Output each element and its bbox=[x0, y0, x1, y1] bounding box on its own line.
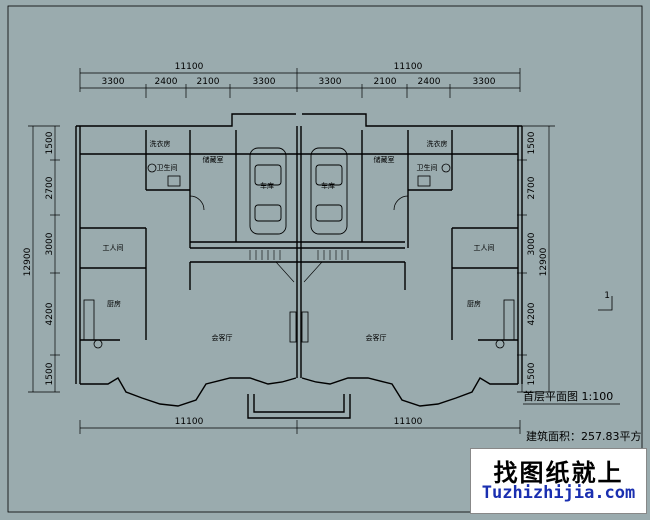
drawing-frame bbox=[7, 5, 643, 513]
dim-top-seg: 2400 bbox=[418, 77, 441, 87]
walls bbox=[75, 113, 523, 419]
dim-right-total: 12900 bbox=[539, 247, 549, 276]
dim-left-seg: 3000 bbox=[45, 232, 55, 255]
room-label-storage: 储藏室 bbox=[203, 155, 224, 164]
axis-marker-line bbox=[598, 296, 613, 311]
fixtures bbox=[83, 163, 515, 349]
dim-top-seg: 3300 bbox=[102, 77, 125, 87]
dim-left-seg: 4200 bbox=[45, 302, 55, 325]
room-label-bathroom: 卫生间 bbox=[417, 163, 438, 172]
dim-right-seg: 2700 bbox=[527, 176, 537, 199]
dim-top-seg: 2100 bbox=[197, 77, 220, 87]
dim-top-seg: 2400 bbox=[155, 77, 178, 87]
dim-right-seg: 1500 bbox=[527, 362, 537, 385]
room-label-servant: 工人间 bbox=[474, 244, 495, 252]
garage-car-right bbox=[310, 147, 348, 235]
dim-right-seg: 3000 bbox=[527, 232, 537, 255]
room-label-kitchen: 厨房 bbox=[107, 299, 121, 308]
dim-top-total-right: 11100 bbox=[394, 62, 423, 72]
stairs bbox=[249, 250, 349, 283]
dim-right-seg: 1500 bbox=[527, 131, 537, 154]
room-label-servant: 工人间 bbox=[103, 244, 124, 252]
dim-top-seg: 2100 bbox=[374, 77, 397, 87]
dim-bottom-total-right: 11100 bbox=[394, 417, 423, 427]
dim-top-total-left: 11100 bbox=[175, 62, 204, 72]
drawing-title: 首层平面图 1:100 bbox=[523, 389, 613, 403]
room-label-laundry: 洗衣房 bbox=[150, 139, 171, 148]
room-label-living: 会客厅 bbox=[212, 333, 233, 342]
dim-left-total: 12900 bbox=[23, 247, 33, 276]
dim-top-seg: 3300 bbox=[253, 77, 276, 87]
room-label-kitchen: 厨房 bbox=[467, 299, 481, 308]
room-label-laundry: 洗衣房 bbox=[427, 139, 448, 148]
watermark-panel: 找图纸就上 Tuzhizhijia.com bbox=[470, 448, 647, 514]
dim-bottom-total-left: 11100 bbox=[175, 417, 204, 427]
watermark-chinese-text: 找图纸就上 bbox=[493, 459, 624, 487]
dim-top-seg: 3300 bbox=[473, 77, 496, 87]
garage-car-left bbox=[249, 147, 287, 235]
dim-left-seg: 1500 bbox=[45, 131, 55, 154]
room-label-storage: 储藏室 bbox=[374, 155, 395, 164]
dim-left-seg: 2700 bbox=[45, 176, 55, 199]
room-label-bathroom: 卫生间 bbox=[157, 163, 178, 172]
room-label-living: 会客厅 bbox=[366, 333, 387, 342]
dim-right-seg: 4200 bbox=[527, 302, 537, 325]
room-label-garage: 车库 bbox=[260, 181, 274, 190]
building-area: 建筑面积：257.83平方 bbox=[526, 429, 642, 443]
axis-marker-label: 1 bbox=[604, 291, 610, 301]
watermark-url[interactable]: Tuzhizhijia.com bbox=[481, 483, 636, 503]
room-label-garage: 车库 bbox=[321, 181, 335, 190]
dim-top-seg: 3300 bbox=[319, 77, 342, 87]
dim-left-seg: 1500 bbox=[45, 362, 55, 385]
